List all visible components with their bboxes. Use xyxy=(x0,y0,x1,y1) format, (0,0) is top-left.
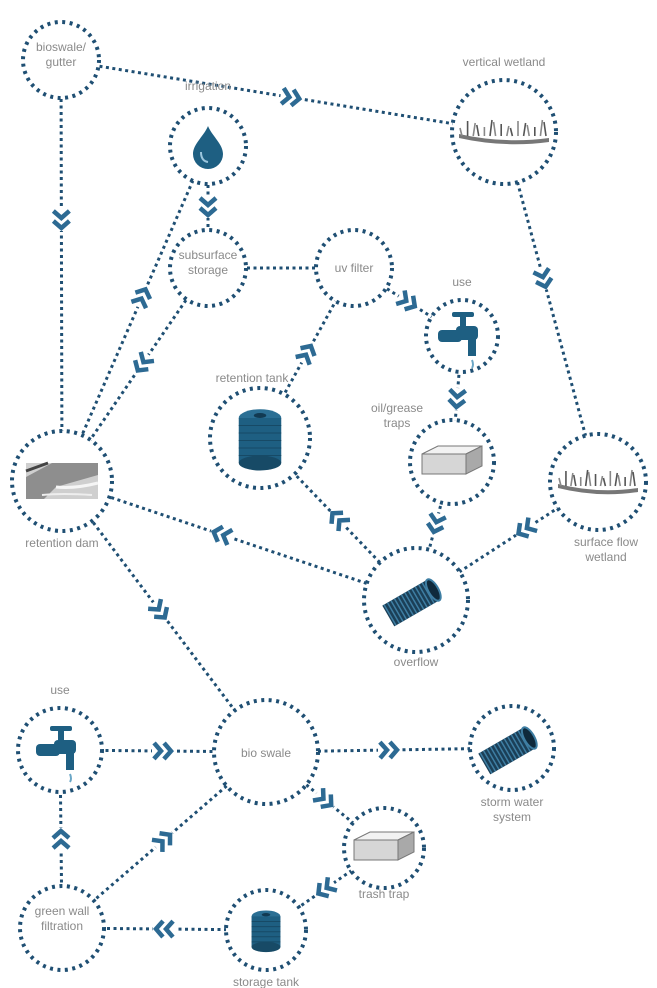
flow-chevron-icon xyxy=(377,739,401,761)
node-label-subsurface-storage: storage xyxy=(188,263,228,277)
node-label-surface-flow-wetland: wetland xyxy=(584,550,626,564)
flow-chevron-icon xyxy=(198,196,218,218)
flow-chevron-icon xyxy=(128,282,156,311)
corrugated-pipe-icon xyxy=(382,578,442,627)
flow-chevron-icon xyxy=(151,740,175,762)
water-tank-icon xyxy=(238,409,282,471)
node-label-vertical-wetland: vertical wetland xyxy=(463,55,546,69)
node-label-trash-trap: trash trap xyxy=(359,887,410,901)
wetland-plants-icon xyxy=(558,469,638,495)
flow-chevron-icon xyxy=(310,874,340,904)
node-label-bioswale-gutter: gutter xyxy=(46,55,77,69)
flow-chevron-icon xyxy=(127,349,157,379)
wetland-plants-icon xyxy=(459,119,549,145)
node-bioswale-gutter xyxy=(21,20,101,100)
flow-arrows xyxy=(50,85,556,940)
node-storage-tank xyxy=(224,888,308,972)
node-label-irrigation: irrigation xyxy=(185,79,231,93)
node-ring xyxy=(18,884,106,972)
node-ring xyxy=(314,228,394,308)
node-storm-water-system xyxy=(468,704,556,792)
node-ring xyxy=(548,432,648,532)
water-drop-icon xyxy=(193,126,223,169)
trash-trap-box-icon xyxy=(353,831,415,861)
node-uv-filter xyxy=(314,228,394,308)
node-overflow xyxy=(362,546,470,654)
node-trash-trap xyxy=(342,806,426,890)
water-tank-icon xyxy=(251,910,281,953)
node-retention-tank xyxy=(208,386,312,490)
node-label-use-top: use xyxy=(452,275,472,289)
node-label-storm-water-system: storm water xyxy=(481,795,544,809)
flow-chevron-icon xyxy=(152,918,176,940)
node-surface-flow-wetland xyxy=(548,432,648,532)
node-ring xyxy=(450,78,558,186)
water-tap-icon xyxy=(438,312,478,369)
connector-line xyxy=(61,479,417,602)
node-use-top xyxy=(424,298,500,374)
flow-chevron-icon xyxy=(323,504,353,534)
node-label-bioswale-gutter: bioswale/ xyxy=(36,40,87,54)
flow-chevron-icon xyxy=(278,85,304,110)
node-label-bio-swale: bio swale xyxy=(241,746,291,760)
node-labels: bioswale/gutter irrigation vertical wetlan… xyxy=(25,40,638,988)
flow-chevron-icon xyxy=(292,338,322,368)
flow-chevron-icon xyxy=(207,521,235,548)
flow-chevron-icon xyxy=(145,596,175,626)
node-oil-grease-traps xyxy=(408,418,496,506)
flow-chevron-icon xyxy=(51,208,72,232)
connector-line xyxy=(60,145,210,482)
node-bio-swale xyxy=(212,698,320,806)
node-irrigation xyxy=(168,106,248,186)
water-tap-icon xyxy=(36,726,76,783)
node-label-retention-tank: retention tank xyxy=(216,371,290,385)
connector-line xyxy=(59,59,64,482)
node-label-retention-dam: retention dam xyxy=(25,536,98,550)
node-ring xyxy=(212,698,320,806)
node-label-oil-grease-traps: oil/grease xyxy=(371,401,423,415)
flow-chevron-icon xyxy=(393,287,423,317)
node-label-oil-grease-traps: traps xyxy=(384,416,411,430)
node-label-subsurface-storage: subsurface xyxy=(179,248,238,262)
node-label-green-wall-filtration: green wall xyxy=(35,904,90,918)
node-label-use-bottom: use xyxy=(50,683,70,697)
flow-chevron-icon xyxy=(510,514,540,544)
node-vertical-wetland xyxy=(450,78,558,186)
node-retention-dam xyxy=(10,429,114,533)
grease-trap-box-icon xyxy=(421,445,483,475)
connector-line xyxy=(502,131,600,483)
node-label-surface-flow-wetland: surface flow xyxy=(574,535,638,549)
node-green-wall-filtration xyxy=(18,884,106,972)
node-label-storm-water-system: system xyxy=(493,810,531,824)
dam-photo-icon xyxy=(25,461,99,499)
flow-chevron-icon xyxy=(50,827,72,851)
flow-chevron-icon xyxy=(423,510,449,538)
flow-chevron-icon xyxy=(446,387,468,411)
node-ring xyxy=(168,228,248,308)
node-label-overflow: overflow xyxy=(394,655,439,669)
flow-chevron-icon xyxy=(530,265,556,293)
node-label-storage-tank: storage tank xyxy=(233,975,300,988)
flow-chevron-icon xyxy=(310,785,340,815)
flow-chevron-icon xyxy=(149,825,179,855)
corrugated-pipe-icon xyxy=(478,726,538,775)
node-use-bottom xyxy=(16,706,104,794)
node-ring xyxy=(21,20,101,100)
node-subsurface-storage xyxy=(168,228,248,308)
node-label-green-wall-filtration: filtration xyxy=(41,919,83,933)
node-label-uv-filter: uv filter xyxy=(335,261,374,275)
nodes xyxy=(10,20,648,972)
